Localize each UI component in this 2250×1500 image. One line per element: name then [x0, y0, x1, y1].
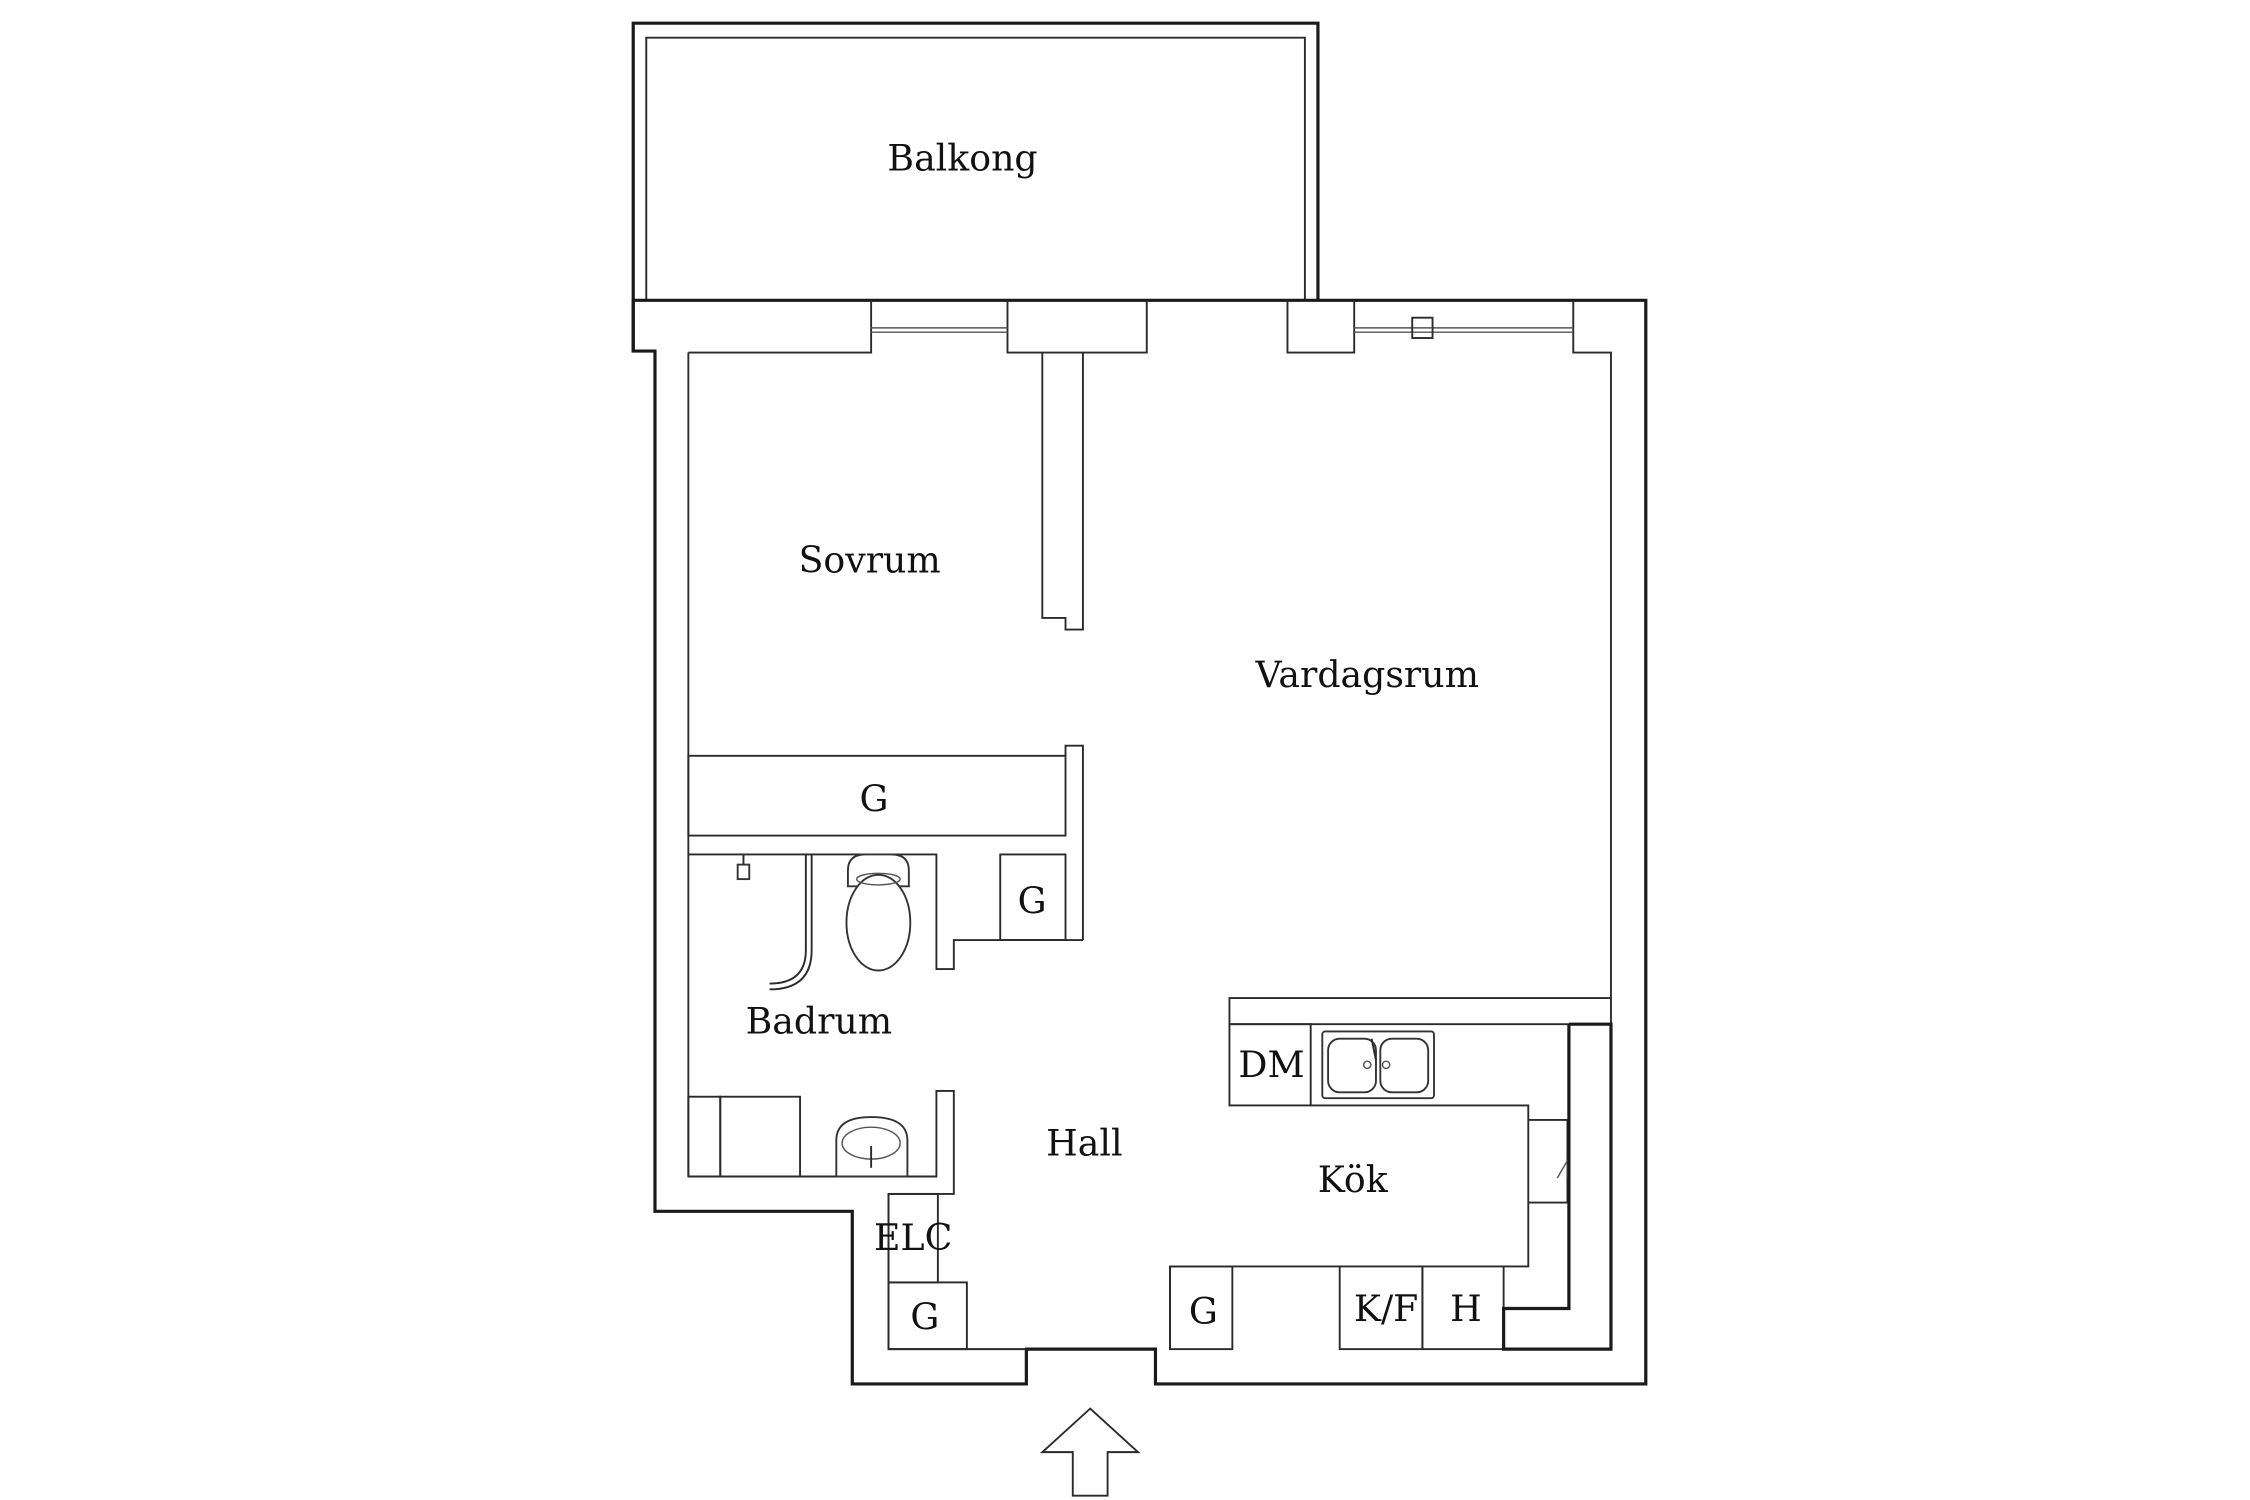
- toilet-icon: [845, 853, 912, 972]
- room-vardagsrum: Vardagsrum: [1255, 653, 1479, 696]
- outer-wall: [631, 298, 1648, 1386]
- kitchen-sink-icon: [1321, 1030, 1435, 1100]
- room-hall: Hall: [1046, 1122, 1122, 1165]
- window-sovrum: [871, 327, 1008, 333]
- kitchen-units: [1169, 997, 1613, 1351]
- shower-icon: [736, 854, 813, 991]
- wardrobe-small-label: G: [1018, 879, 1047, 922]
- hob-label: H: [1450, 1287, 1482, 1330]
- wardrobe-sovrum: [687, 744, 1084, 941]
- room-balkong: Balkong: [887, 137, 1037, 180]
- room-kok: Kök: [1318, 1158, 1389, 1201]
- wardrobe-kok-label: G: [1189, 1290, 1218, 1333]
- partition-wall: [1041, 352, 1084, 631]
- room-badrum: Badrum: [746, 1000, 893, 1043]
- wardrobe-hall-label: G: [910, 1296, 939, 1339]
- hall-cabinets: [887, 1192, 968, 1351]
- elcentral-label: ELC: [874, 1216, 952, 1259]
- wardrobe-sovrum-label: G: [860, 778, 889, 821]
- entrance-arrow-icon: [1039, 1407, 1141, 1497]
- balcony: [631, 21, 1320, 352]
- fridge-freezer-label: K/F: [1354, 1287, 1418, 1330]
- washbasin-icon: [835, 1116, 909, 1178]
- window-vardagsrum: [1354, 316, 1574, 339]
- room-sovrum: Sovrum: [799, 538, 941, 581]
- dishwasher-label: DM: [1238, 1043, 1304, 1086]
